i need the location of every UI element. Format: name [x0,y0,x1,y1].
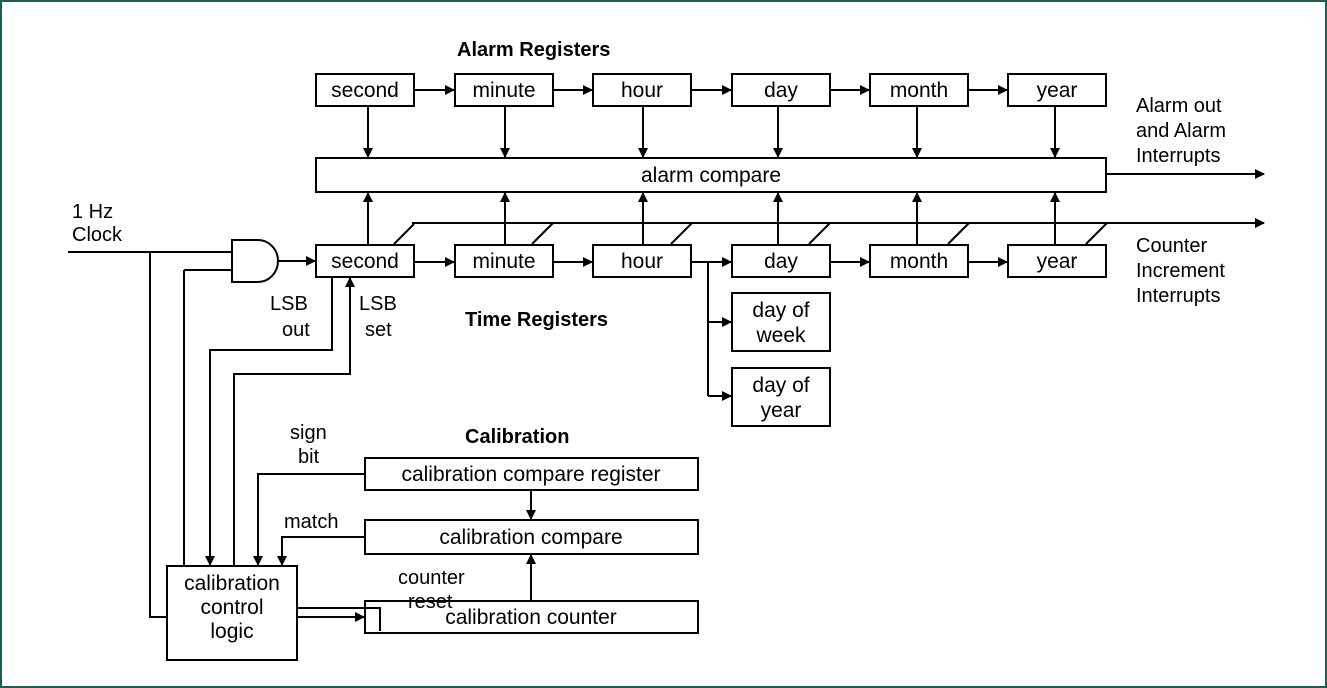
alarm-to-compare-arrows [363,106,1060,158]
alarm-month-label: month [890,79,948,102]
alarm-compare-label: alarm compare [641,164,781,187]
time-second-label: second [331,250,399,273]
match-line [277,536,365,566]
day-of-year-label-1: day of [752,374,809,397]
calibration-heading: Calibration [465,426,569,448]
counter-reset-label-2: reset [408,591,453,613]
lsb-set-label-1: LSB [359,293,397,315]
alarm-year-box [1007,73,1107,107]
time-year-label: year [1037,250,1078,273]
calibration-control-logic-box [166,565,298,661]
counter-reset-label-1: counter [398,567,465,589]
alarm-second-label: second [331,79,399,102]
lsb-out-line [205,277,333,566]
lsb-out-label-1: LSB [270,293,308,315]
time-day-box [731,244,831,278]
sign-bit-label-2: bit [298,446,320,468]
and-gate [231,239,279,283]
time-minute-label: minute [472,250,535,273]
lsb-set-label-2: set [365,319,392,341]
calibration-compare-register-label: calibration compare register [401,463,660,486]
counter-output-label-2: Increment [1136,260,1225,282]
calibration-compare-label: calibration compare [439,526,622,549]
day-of-year-box [731,367,831,427]
counter-increment-bus [393,218,1265,245]
clock-label-2: Clock [72,224,123,246]
counter-output-label-1: Counter [1136,235,1207,257]
counter-reset-stub [297,607,381,631]
calibration-compare-box [364,519,699,555]
sign-bit-label-1: sign [290,422,327,444]
time-hour-box [592,244,692,278]
alarm-output-label-3: Interrupts [1136,145,1220,167]
alarm-year-label: year [1037,79,1078,102]
control-logic-label-1: calibration [184,572,280,595]
counter-output-label-3: Interrupts [1136,285,1220,307]
alarm-compare-box [315,157,1107,193]
time-to-compare-arrows [363,192,1060,244]
alarm-minute-box [454,73,554,107]
alarm-minute-label: minute [472,79,535,102]
time-day-label: day [764,250,798,273]
match-label: match [284,511,338,533]
lsb-set-line [233,277,355,566]
calibration-counter-box [364,600,699,634]
alarm-day-label: day [764,79,798,102]
day-of-week-label-2: week [755,324,806,347]
time-month-label: month [890,250,948,273]
alarm-second-box [315,73,415,107]
time-registers-heading: Time Registers [465,309,608,331]
day-of-year-label-2: year [761,399,802,422]
alarm-output-label-1: Alarm out [1136,95,1222,117]
control-logic-label-3: logic [210,620,253,643]
lsb-out-label-2: out [282,319,310,341]
alarm-output-label-2: and Alarm [1136,120,1226,142]
day-of-week-box [731,292,831,352]
alarm-registers-heading: Alarm Registers [457,39,610,61]
sign-bit-line [253,473,365,566]
control-logic-label-2: control [200,596,263,619]
time-registers-row: second minute hour day month year [315,244,1107,278]
time-hour-label: hour [621,250,663,273]
clock-label-1: 1 Hz [72,201,113,223]
day-branch-lines [707,262,732,401]
day-of-week-label-1: day of [752,299,809,322]
calibration-counter-label: calibration counter [445,606,617,629]
alarm-hour-label: hour [621,79,663,102]
time-year-box [1007,244,1107,278]
